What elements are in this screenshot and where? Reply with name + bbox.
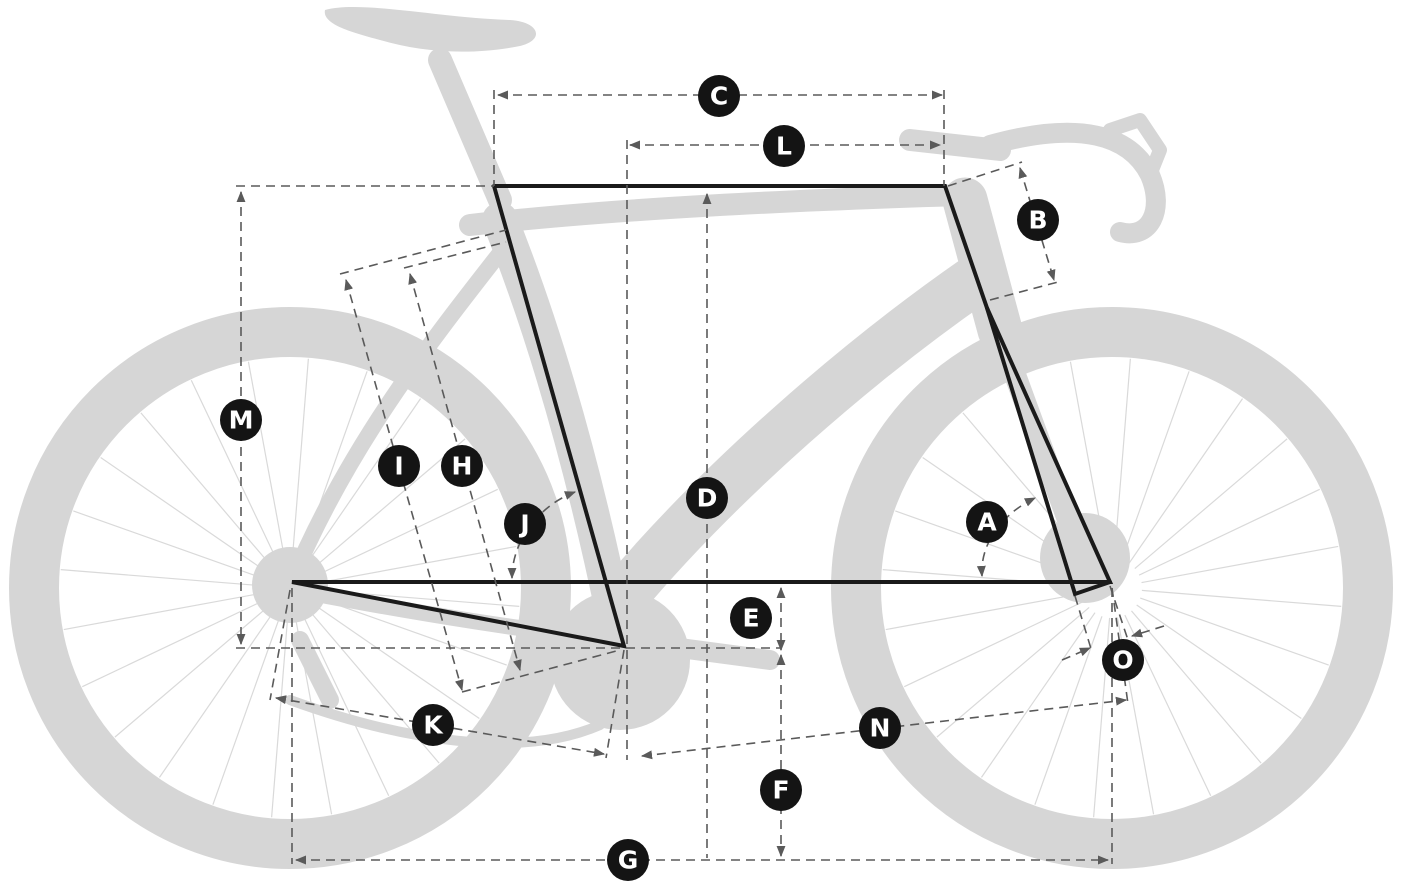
dimension-h-line (408, 272, 522, 672)
crank-arm-silhouette (610, 630, 780, 670)
label-d: D (686, 477, 728, 519)
label-i: I (378, 445, 420, 487)
dimension-o-ext-left (1074, 595, 1093, 653)
label-f: F (760, 769, 802, 811)
svg-text:A: A (977, 508, 997, 537)
svg-text:C: C (710, 82, 728, 111)
svg-text:K: K (423, 711, 444, 740)
wheel-spoke (190, 380, 278, 562)
dimension-o-line-right (1130, 625, 1165, 638)
label-j: J (504, 503, 546, 545)
wheel-spoke (904, 600, 1086, 688)
saddle-silhouette (324, 6, 537, 52)
label-b: B (1017, 199, 1059, 241)
dimension-i-ext-top (339, 229, 507, 275)
derailleur-silhouette (291, 631, 339, 709)
svg-text:M: M (229, 406, 254, 435)
svg-text:I: I (394, 452, 403, 481)
svg-text:F: F (772, 776, 789, 805)
down-tube-silhouette (595, 255, 1000, 625)
label-c: C (698, 75, 740, 117)
fork-offset-line (985, 306, 1112, 597)
wheel-spoke (1141, 545, 1339, 584)
wheel-spoke (980, 612, 1096, 778)
dimension-o-ext-right (1109, 585, 1129, 641)
wheel-spoke (63, 592, 261, 631)
wheel-spoke (60, 569, 261, 587)
dimension-k-ext-right (605, 649, 625, 759)
wheel-spoke (1128, 398, 1244, 564)
svg-text:G: G (618, 846, 639, 875)
dimension-o-line-left (1061, 647, 1092, 661)
wheel-spoke (1113, 358, 1131, 559)
wheel-spoke (1140, 597, 1329, 666)
label-g: G (607, 839, 649, 881)
wheel-spoke (291, 358, 309, 559)
wheel-spoke (1121, 371, 1190, 560)
dimension-h-ext-top (403, 241, 507, 269)
dimension-h-ext-bottom (461, 649, 621, 693)
wheel-spoke (1138, 488, 1320, 576)
dimension-n-ext-right (1111, 587, 1129, 705)
wheel-spoke (140, 412, 272, 566)
wheel-spoke (885, 592, 1083, 631)
label-e: E (730, 597, 772, 639)
label-n: N (859, 707, 901, 749)
label-k: K (412, 704, 454, 746)
top-tube-silhouette (459, 184, 971, 236)
label-o: O (1102, 639, 1144, 681)
dimension-k-ext-left (269, 589, 291, 701)
head-tube-silhouette (942, 177, 1023, 353)
wheel-spoke (1134, 438, 1288, 570)
wheel-spoke (158, 612, 274, 778)
wheel-spoke (247, 361, 286, 559)
wheel-spoke (316, 488, 498, 576)
chainring-silhouette (550, 590, 690, 730)
wheel-spoke (1124, 614, 1212, 796)
frame-geometry (291, 184, 1114, 649)
svg-text:J: J (518, 510, 529, 539)
dimension-labels: C L B M I H D J A E O K N F G (220, 75, 1144, 881)
label-m: M (220, 399, 262, 441)
wheel-spoke (1130, 610, 1262, 764)
handlebar-silhouette (980, 122, 1166, 244)
label-l: L (763, 125, 805, 167)
wheel-spoke (1141, 589, 1342, 607)
label-h: H (441, 445, 483, 487)
svg-text:B: B (1028, 206, 1047, 235)
wheel-spoke (1136, 604, 1302, 720)
svg-text:H: H (452, 452, 473, 481)
dimension-b-ext-bottom (989, 281, 1059, 301)
wheel-spoke (82, 600, 264, 688)
dimension-b-line (1018, 166, 1056, 282)
wheel-spoke (73, 510, 262, 579)
svg-text:D: D (697, 484, 718, 513)
svg-text:E: E (742, 604, 759, 633)
svg-text:L: L (776, 132, 792, 161)
dimension-b-ext-top (947, 161, 1023, 187)
svg-text:O: O (1112, 646, 1133, 675)
label-a: A (966, 501, 1008, 543)
seatpost-silhouette (428, 48, 512, 212)
svg-text:N: N (870, 714, 891, 743)
brake-lever-silhouette (1103, 113, 1167, 182)
